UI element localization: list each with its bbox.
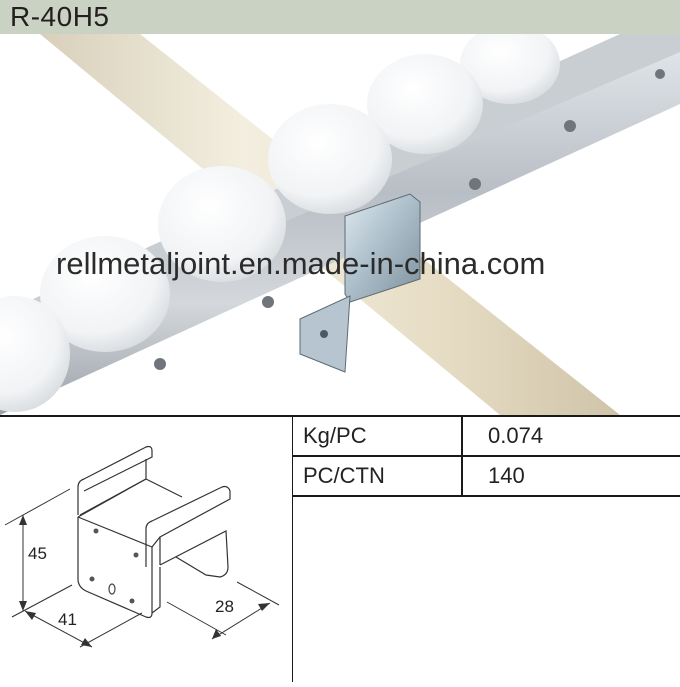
spec-value: 0.074 [488, 423, 544, 448]
spec-label: Kg/PC [303, 423, 367, 448]
product-photo: rellmetaljoint.en.made-in-china.com [0, 34, 680, 415]
spec-section: 45 41 28 Kg/PC 0.074 PC/CTN 140 [0, 415, 680, 682]
roller-track-illustration [0, 34, 680, 415]
bracket-dimension-drawing: 45 41 28 [4, 445, 280, 648]
spec-row-weight: Kg/PC 0.074 [293, 417, 680, 457]
technical-drawing: 45 41 28 [0, 417, 292, 682]
watermark-text: rellmetaljoint.en.made-in-china.com [56, 246, 546, 281]
dim-width-label: 41 [58, 610, 77, 629]
product-code-title: R-40H5 [10, 1, 110, 32]
spec-row-carton: PC/CTN 140 [293, 457, 680, 497]
spec-label: PC/CTN [303, 463, 385, 488]
spec-value: 140 [488, 463, 525, 488]
dim-height-label: 45 [28, 544, 47, 563]
section-divider [292, 417, 293, 682]
column-divider [461, 417, 463, 455]
spec-table: Kg/PC 0.074 PC/CTN 140 [293, 417, 680, 497]
dim-depth-label: 28 [215, 597, 234, 616]
column-divider [461, 457, 463, 495]
header-band: R-40H5 [0, 0, 680, 34]
